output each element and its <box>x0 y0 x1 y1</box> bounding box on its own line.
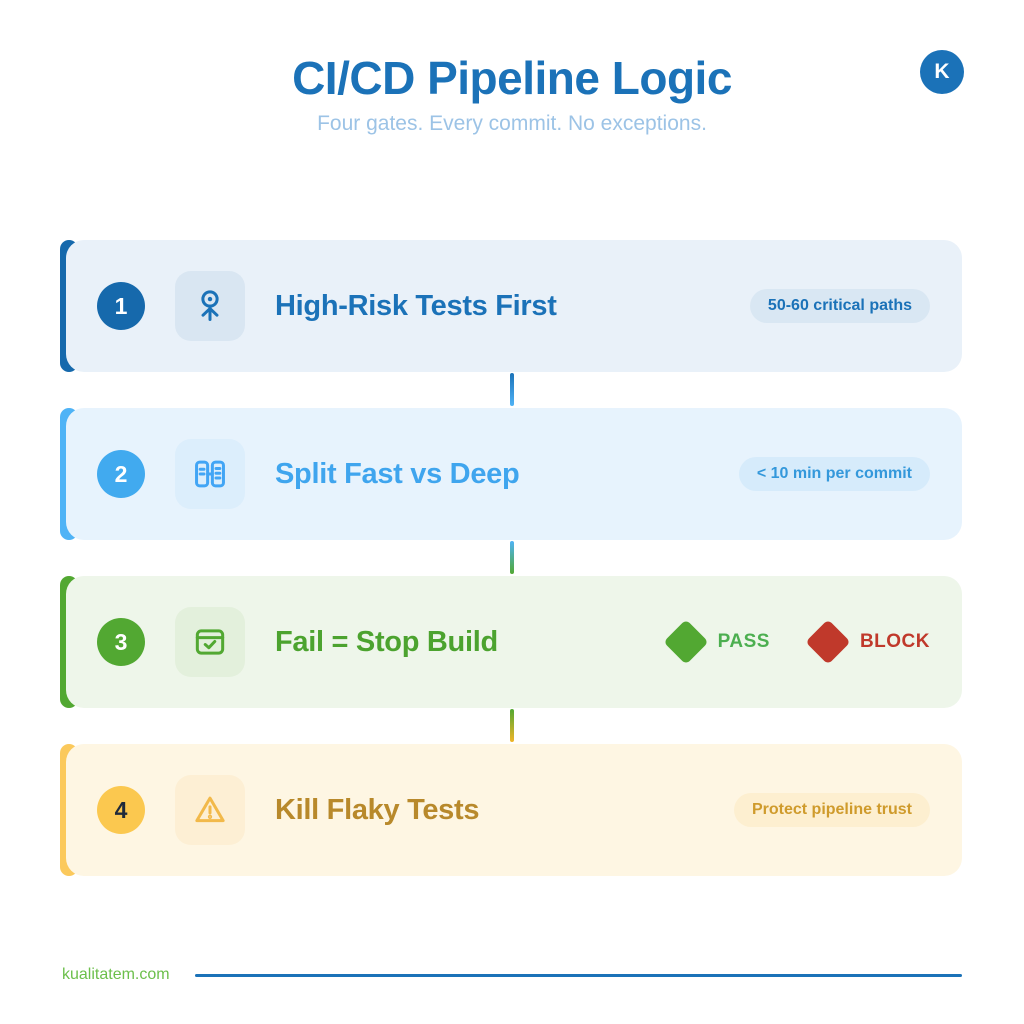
split-lists-icon <box>175 439 245 509</box>
brand-logo-letter: K <box>934 60 950 83</box>
step-1-title: High-Risk Tests First <box>275 289 557 322</box>
step-3-title: Fail = Stop Build <box>275 625 498 658</box>
steps-list: 1 High-Risk Tests First 50-60 critical p… <box>60 240 962 912</box>
page-subtitle: Four gates. Every commit. No exceptions. <box>317 112 707 136</box>
footer-divider-line <box>194 973 962 977</box>
step-1-badge: 50-60 critical paths <box>749 289 930 323</box>
page-title: CI/CD Pipeline Logic <box>292 52 732 104</box>
step-4-number-badge: 4 <box>97 786 145 834</box>
step-2-number-badge: 2 <box>97 450 145 498</box>
target-marker-icon <box>175 271 245 341</box>
connector-2-3 <box>510 541 514 574</box>
step-card-1: 1 High-Risk Tests First 50-60 critical p… <box>60 240 962 372</box>
step-card-2: 2 Split Fast vs Deep < 10 min per commit <box>60 373 962 540</box>
step-4-badge: Protect pipeline trust <box>733 793 930 827</box>
brand-logo: K <box>920 50 964 94</box>
step-card-3: 3 Fail = Stop Build PASS <box>60 541 962 708</box>
block-label: BLOCK <box>859 631 930 652</box>
step-1-body: 1 High-Risk Tests First 50-60 critical p… <box>66 240 962 372</box>
step-card-4: 4 Kill Flaky Tests Protect pipeline trus… <box>60 709 962 876</box>
pass-diamond-icon <box>662 619 709 665</box>
step-2-title: Split Fast vs Deep <box>275 457 520 490</box>
footer-website-link[interactable]: kualitatem.com <box>62 966 170 983</box>
block-legend-item: BLOCK <box>805 619 930 665</box>
block-diamond-icon <box>805 619 851 665</box>
step-3-number-badge: 3 <box>97 618 145 666</box>
checked-window-icon <box>175 607 245 677</box>
step-2-badge: < 10 min per commit <box>738 457 930 491</box>
pass-legend-item: PASS <box>662 619 770 665</box>
step-1-number-badge: 1 <box>97 282 145 330</box>
connector-3-4 <box>510 709 514 742</box>
header: CI/CD Pipeline Logic Four gates. Every c… <box>0 0 1024 136</box>
warning-triangle-icon <box>175 775 245 845</box>
step-2-body: 2 Split Fast vs Deep < 10 min per commit <box>66 408 962 540</box>
connector-1-2 <box>510 373 514 406</box>
step-4-title: Kill Flaky Tests <box>275 793 480 826</box>
step-3-body: 3 Fail = Stop Build PASS <box>66 576 962 708</box>
pass-block-legend: PASS BLOCK <box>662 619 930 665</box>
pass-label: PASS <box>717 631 770 652</box>
step-4-body: 4 Kill Flaky Tests Protect pipeline trus… <box>66 744 962 876</box>
footer: kualitatem.com <box>62 966 962 984</box>
